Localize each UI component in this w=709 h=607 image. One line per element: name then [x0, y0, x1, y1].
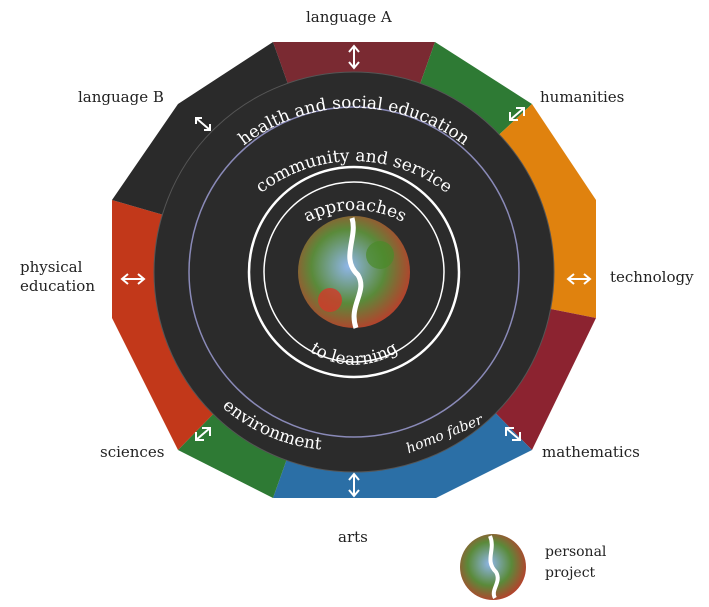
label-sciences: sciences	[100, 443, 165, 461]
ring-approaches-inner	[263, 181, 445, 363]
label-physical: physical	[20, 258, 83, 276]
globe-icon	[298, 216, 410, 329]
ring-approaches-outer	[247, 165, 461, 379]
arrow-icons	[120, 44, 592, 498]
label-physical-education: physical education	[20, 258, 95, 296]
label-technology: technology	[610, 268, 694, 286]
arrow-technology-icon	[566, 273, 592, 285]
arrow-physical-education-icon	[120, 273, 146, 285]
label-mathematics: mathematics	[542, 443, 640, 461]
ring-health-border	[153, 71, 555, 473]
arrow-arts-icon	[348, 472, 360, 498]
label-language-b: language B	[78, 88, 164, 106]
label-arts: arts	[338, 528, 368, 546]
arrow-mathematics-icon	[505, 427, 521, 441]
ring-community-border	[188, 106, 520, 438]
legend-project: project	[545, 565, 596, 581]
arrow-language-a-icon	[348, 44, 360, 70]
arrow-humanities-icon	[509, 107, 525, 121]
label-humanities: humanities	[540, 88, 625, 106]
personal-project-legend: personal project	[545, 542, 606, 584]
arrow-sciences-icon	[195, 427, 211, 441]
arrow-language-b-icon	[195, 117, 211, 131]
personal-project-globe-icon	[460, 534, 526, 600]
label-language-a: language A	[306, 8, 392, 26]
legend-personal: personal	[545, 544, 607, 560]
label-education: education	[20, 276, 95, 295]
